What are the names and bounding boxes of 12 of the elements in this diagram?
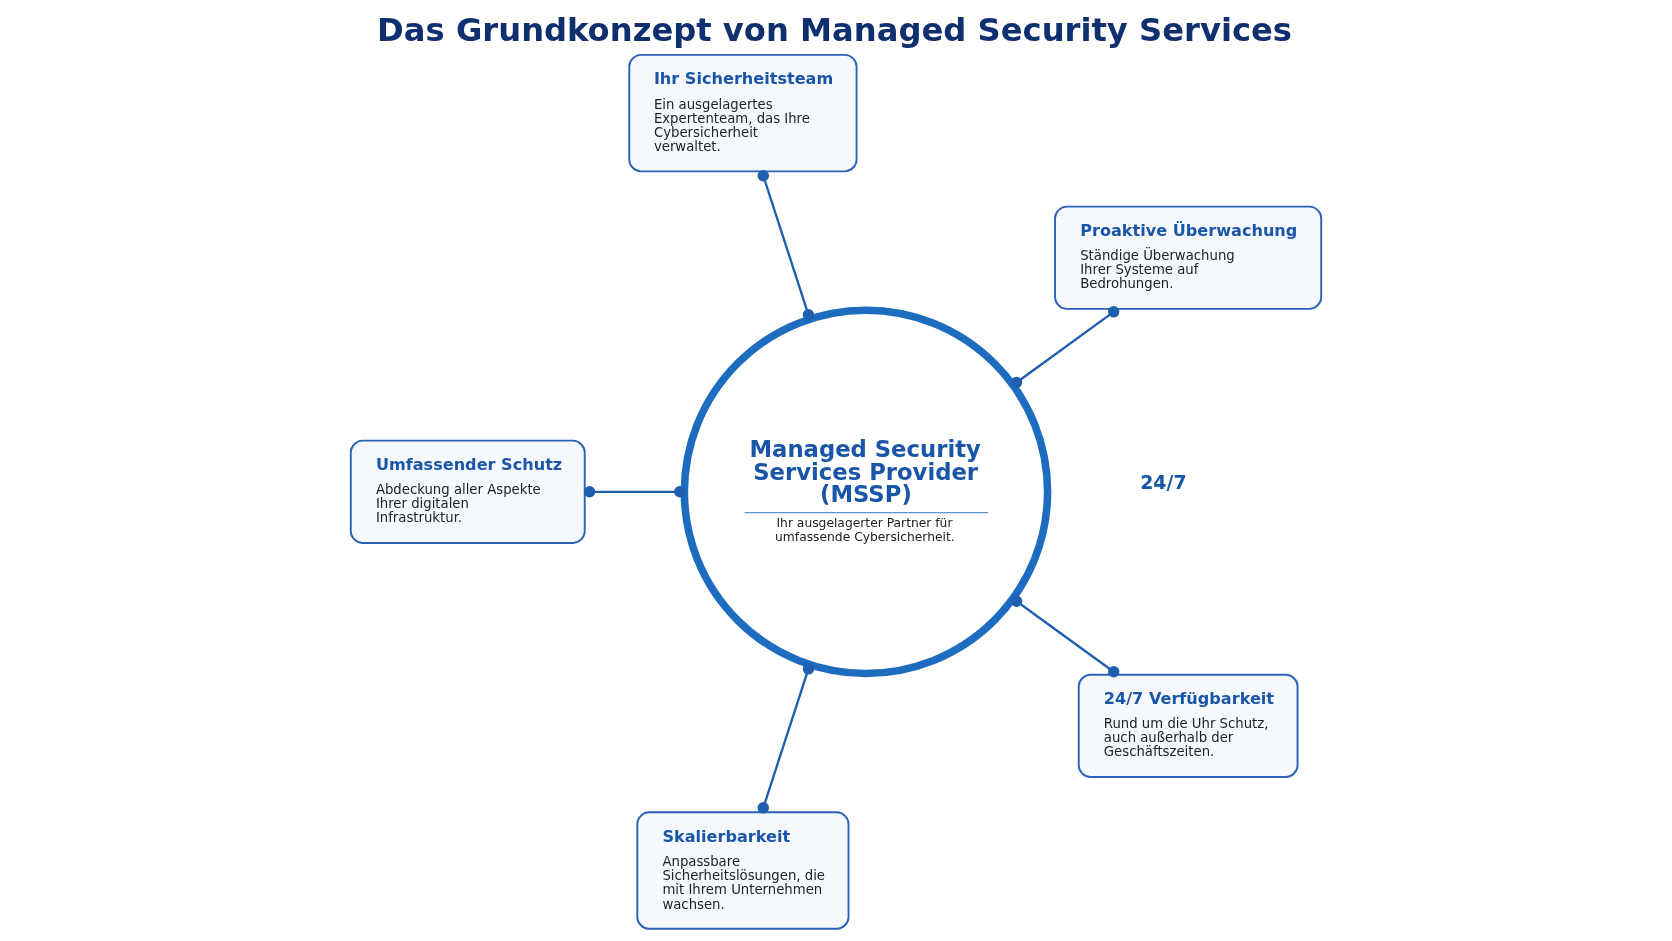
connector	[757, 170, 815, 321]
connector	[1010, 595, 1120, 678]
label: 24/7	[1140, 470, 1187, 493]
node-box: Ihr Sicherheitsteam Ein ausgelagertes Expertenteam, das Ihre Cybersicherheit verwaltet.	[628, 53, 858, 173]
connector	[583, 486, 686, 498]
node-box: Skalierbarkeit Anpassbare Sicherheitslösungen, die mit Ihrem Unternehmen wachsen.	[636, 811, 850, 930]
connector	[1010, 306, 1120, 389]
connector	[757, 663, 815, 814]
node-box: Proaktive Überwachung Ständige Überwachung Ihrer Systeme auf Bedrohungen.	[1054, 205, 1323, 310]
node-box: 24/7 Verfügbarkeit Rund um die Uhr Schutz, auch außerhalb der Geschäftszeiten.	[1077, 673, 1299, 778]
node-box: Umfassender Schutz Abdeckung aller Aspekte Ihrer digitalen Infrastruktur.	[349, 439, 586, 544]
diagram-title: Das Grundkonzept von Managed Security Services	[377, 10, 1293, 49]
